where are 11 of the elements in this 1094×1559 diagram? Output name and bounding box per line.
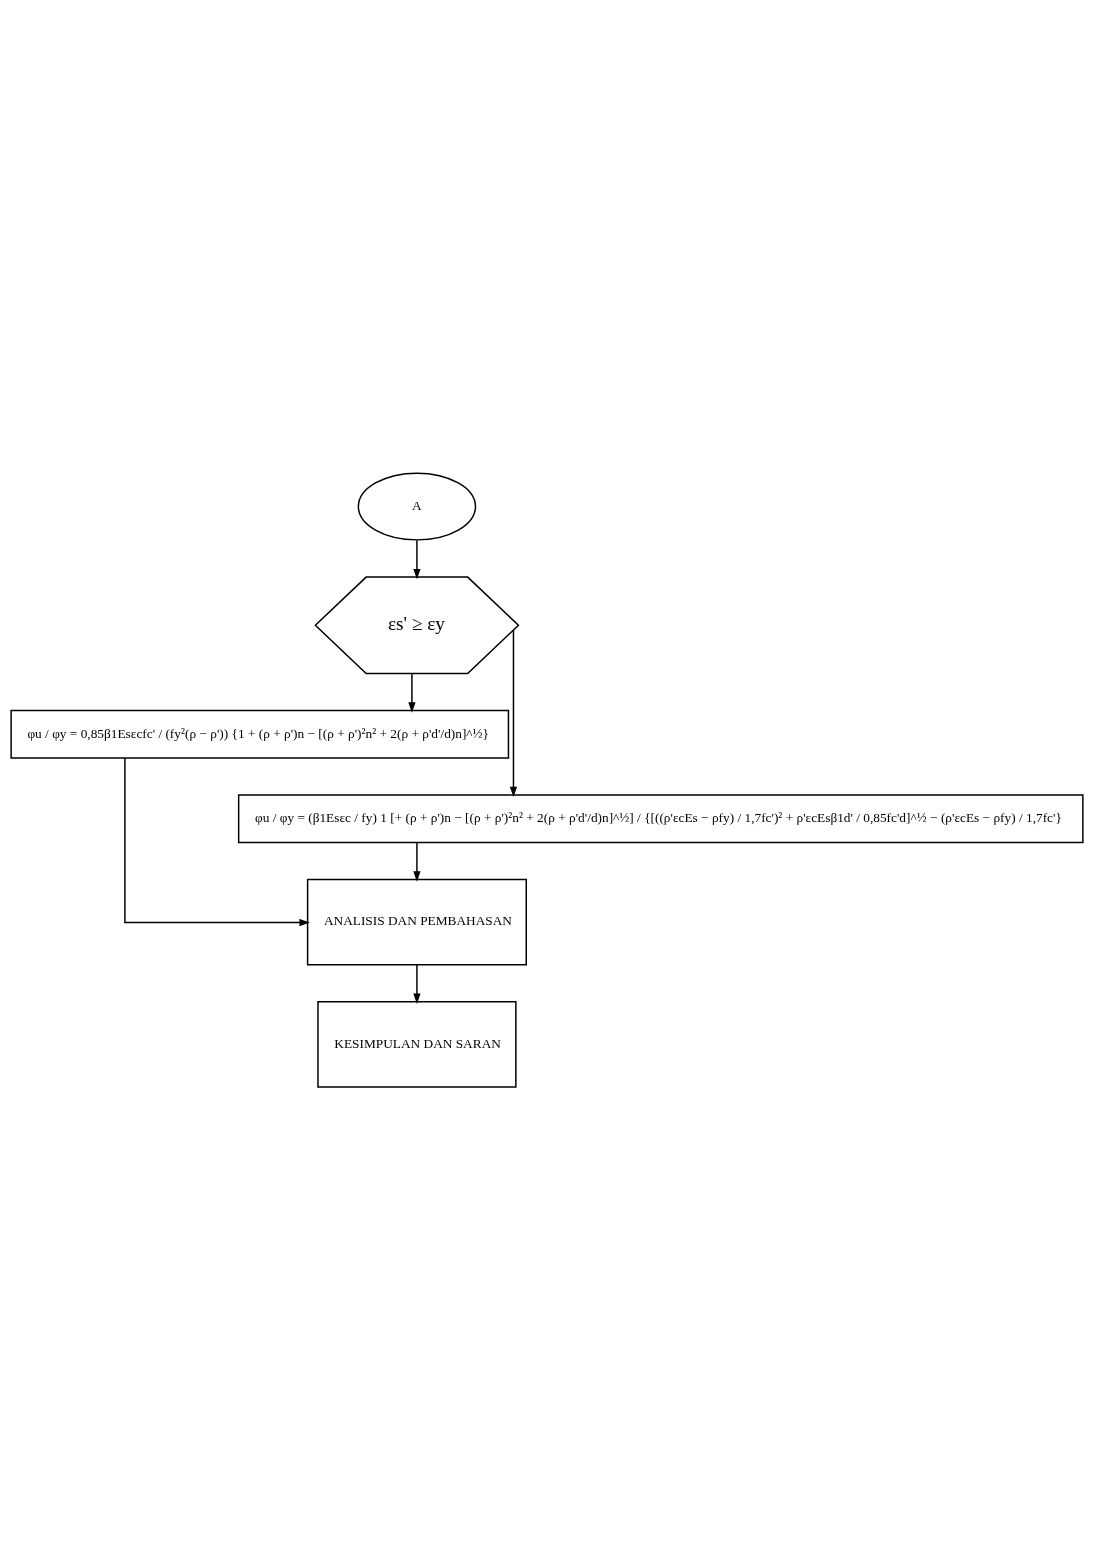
arrow [413,841,421,882]
arrow [408,672,416,713]
node-box: KESIMPULAN DAN SARAN [317,1000,517,1088]
node-ellipse: A [357,471,477,541]
arrow [124,756,310,926]
node-box: φu / φy = 0,85β1Esεcfc' / (fy²(ρ − ρ')) {1 + (ρ + ρ')n − [(ρ + ρ')²n² + 2(ρ + ρ'd'/d)n]^½} [10,709,510,759]
arrow [413,539,421,579]
node-box: ANALISIS DAN PEMBAHASAN [306,878,527,965]
node-box: φu / φy = (β1Esεc / fy) 1 [+ (ρ + ρ')n − [(ρ + ρ')²n² + 2(ρ + ρ'd'/d)n]^½] / {[((ρ'εcEs − ρfy) / 1,7fc')² + ρ'εcEsβ1d' / 0,85fc'd]^½ − (ρ'εcEs − ρfy) / 1,7fc'} [237,793,1084,843]
arrow [509,628,518,797]
arrow [413,963,421,1004]
